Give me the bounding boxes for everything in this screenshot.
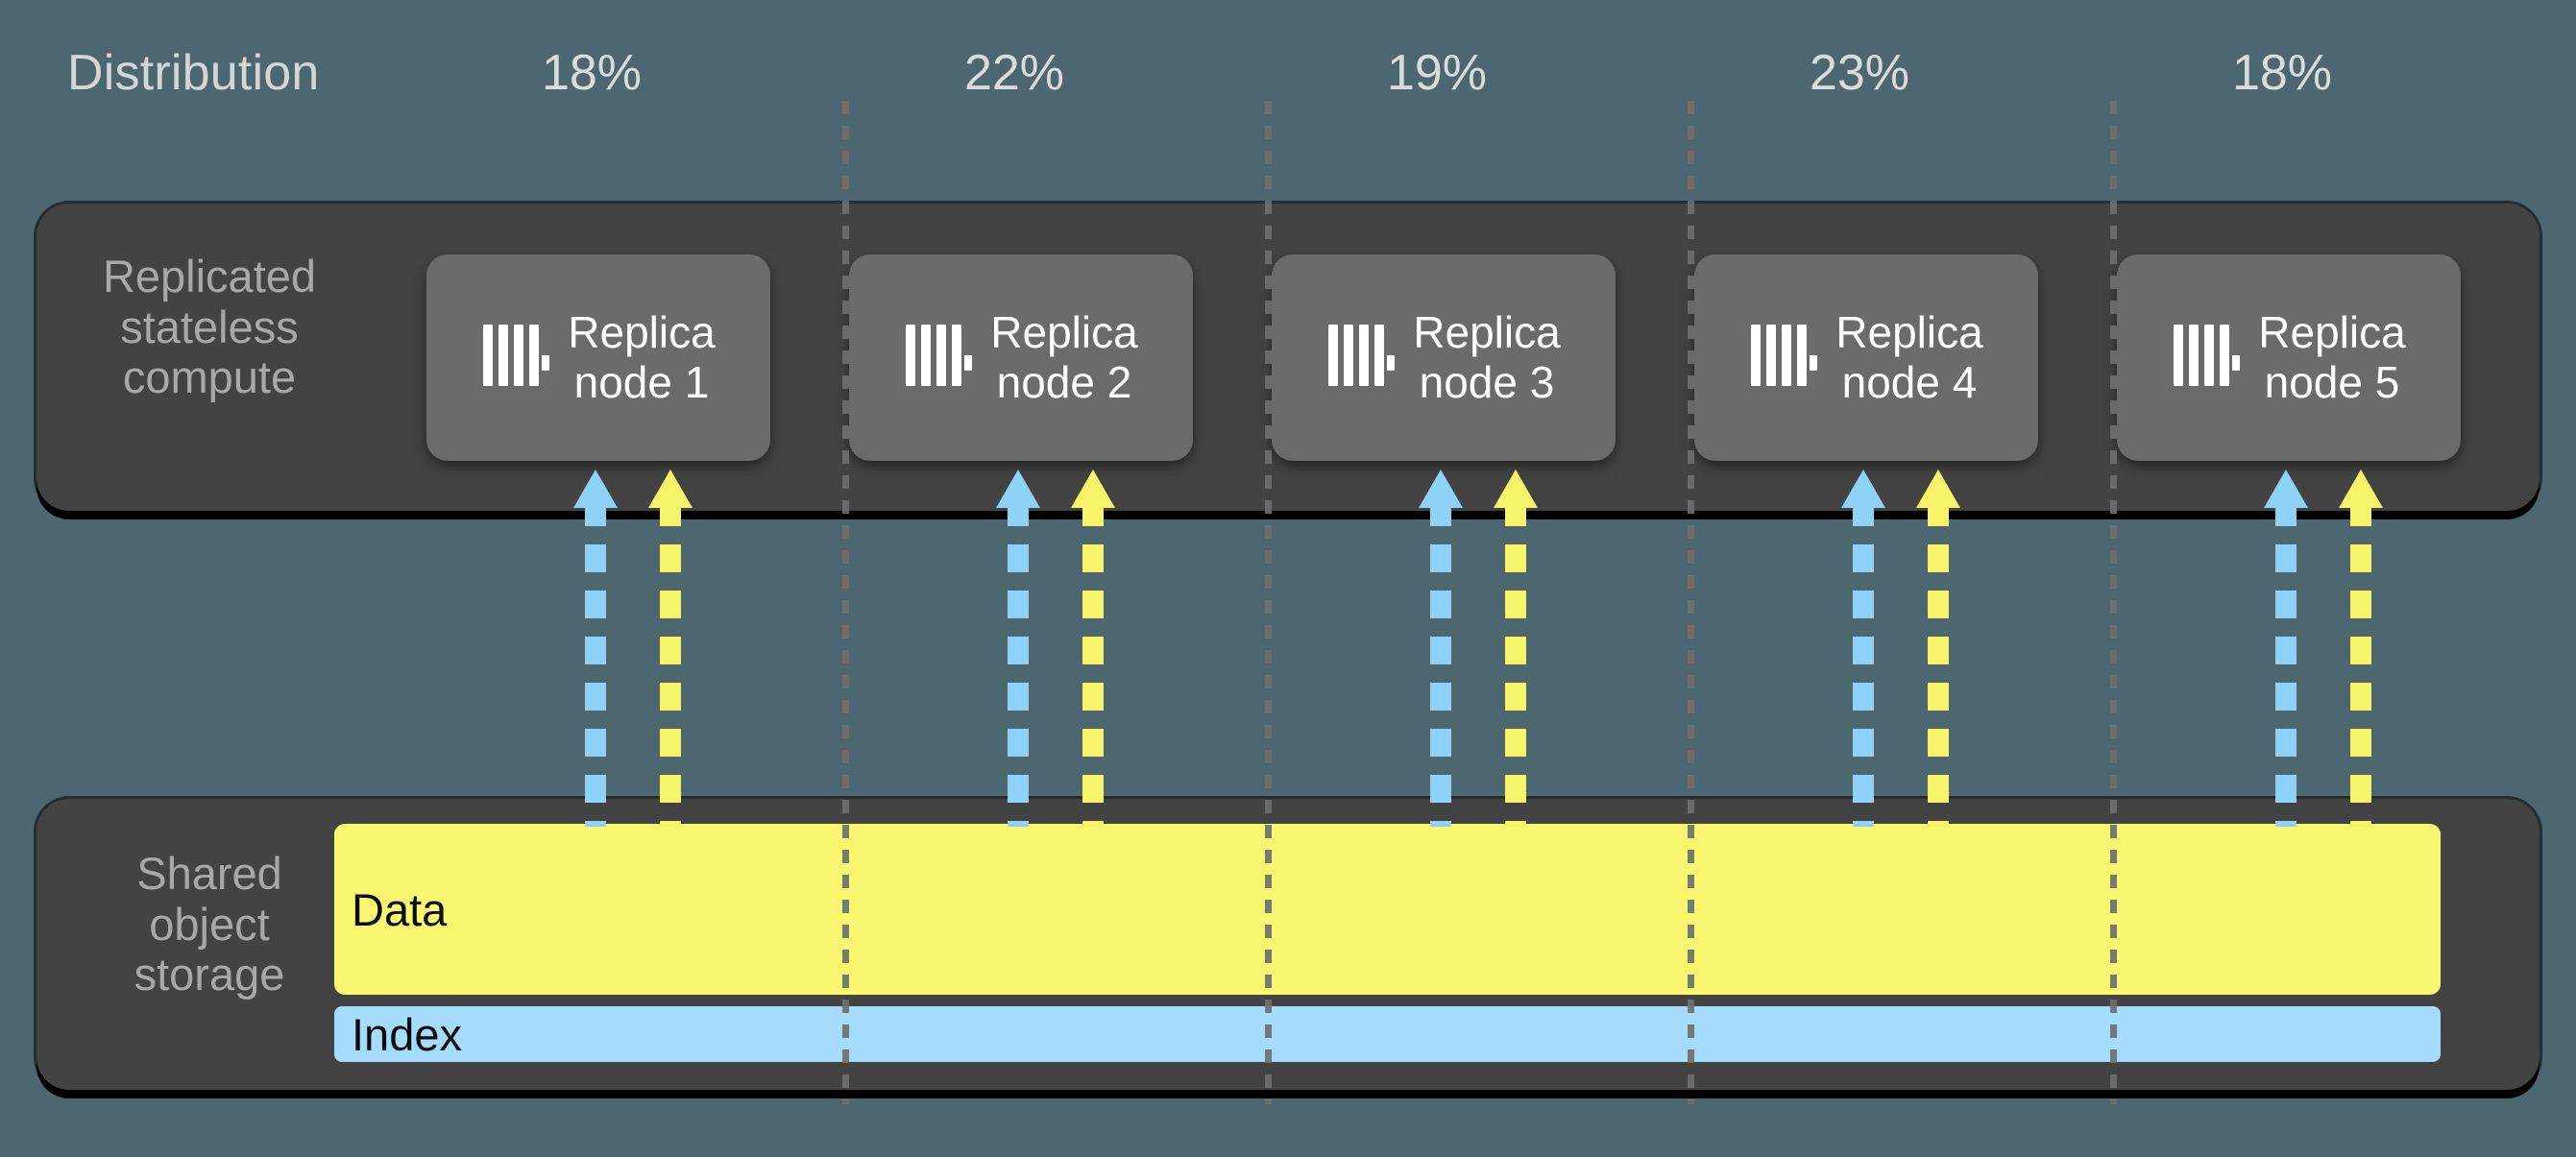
compute-layer-label: Replicated stateless compute bbox=[102, 251, 317, 403]
arrow-stem bbox=[1505, 498, 1526, 827]
storage-layer-label: Shared object storage bbox=[134, 848, 285, 1000]
server-rack-icon bbox=[1749, 319, 1818, 397]
distribution-percent-2: 22% bbox=[963, 45, 1065, 101]
arrow-stem bbox=[1430, 498, 1451, 827]
server-rack-icon bbox=[1326, 319, 1396, 397]
column-divider-2 bbox=[1265, 101, 1272, 1104]
column-divider-4 bbox=[2110, 101, 2117, 1104]
distribution-percent-3: 19% bbox=[1386, 45, 1488, 101]
replica-node-4-label: Replica node 4 bbox=[1835, 306, 1983, 407]
arrow-stem bbox=[1928, 498, 1949, 827]
replica-node-4[interactable]: Replica node 4 bbox=[1694, 254, 2038, 461]
server-rack-icon bbox=[904, 319, 973, 397]
arrow-stem bbox=[1853, 498, 1874, 827]
replica-node-1[interactable]: Replica node 1 bbox=[426, 254, 770, 461]
column-divider-1 bbox=[842, 101, 849, 1104]
replicated-compute-panel: Replicated stateless compute Replica nod… bbox=[36, 204, 2540, 511]
replica-node-3-label: Replica node 3 bbox=[1413, 306, 1561, 407]
replica-node-2-label: Replica node 2 bbox=[990, 306, 1138, 407]
data-bar[interactable]: Data bbox=[334, 824, 2441, 995]
replica-node-5-label: Replica node 5 bbox=[2258, 306, 2406, 407]
distribution-percent-5: 18% bbox=[2231, 45, 2333, 101]
arrow-stem bbox=[1008, 498, 1029, 827]
distribution-percent-1: 18% bbox=[541, 45, 643, 101]
arrow-stem bbox=[2350, 498, 2371, 827]
column-divider-3 bbox=[1688, 101, 1694, 1104]
arrow-stem bbox=[2275, 498, 2297, 827]
replica-node-1-label: Replica node 1 bbox=[568, 306, 716, 407]
replica-node-3[interactable]: Replica node 3 bbox=[1272, 254, 1616, 461]
server-rack-icon bbox=[2172, 319, 2241, 397]
replica-node-2[interactable]: Replica node 2 bbox=[849, 254, 1193, 461]
distribution-row: Distribution 18% 22% 19% 23% 18% bbox=[0, 0, 2576, 101]
shared-object-storage-panel: Shared object storage Data Index bbox=[36, 799, 2540, 1090]
replica-node-5[interactable]: Replica node 5 bbox=[2117, 254, 2461, 461]
arrow-stem bbox=[1082, 498, 1104, 827]
arrow-stem bbox=[585, 498, 606, 827]
arrow-stem bbox=[660, 498, 681, 827]
index-bar[interactable]: Index bbox=[334, 1006, 2441, 1062]
index-bar-label: Index bbox=[352, 1009, 462, 1060]
server-rack-icon bbox=[481, 319, 550, 397]
distribution-label: Distribution bbox=[67, 45, 320, 101]
data-bar-label: Data bbox=[352, 884, 448, 935]
distribution-percent-4: 23% bbox=[1809, 45, 1910, 101]
